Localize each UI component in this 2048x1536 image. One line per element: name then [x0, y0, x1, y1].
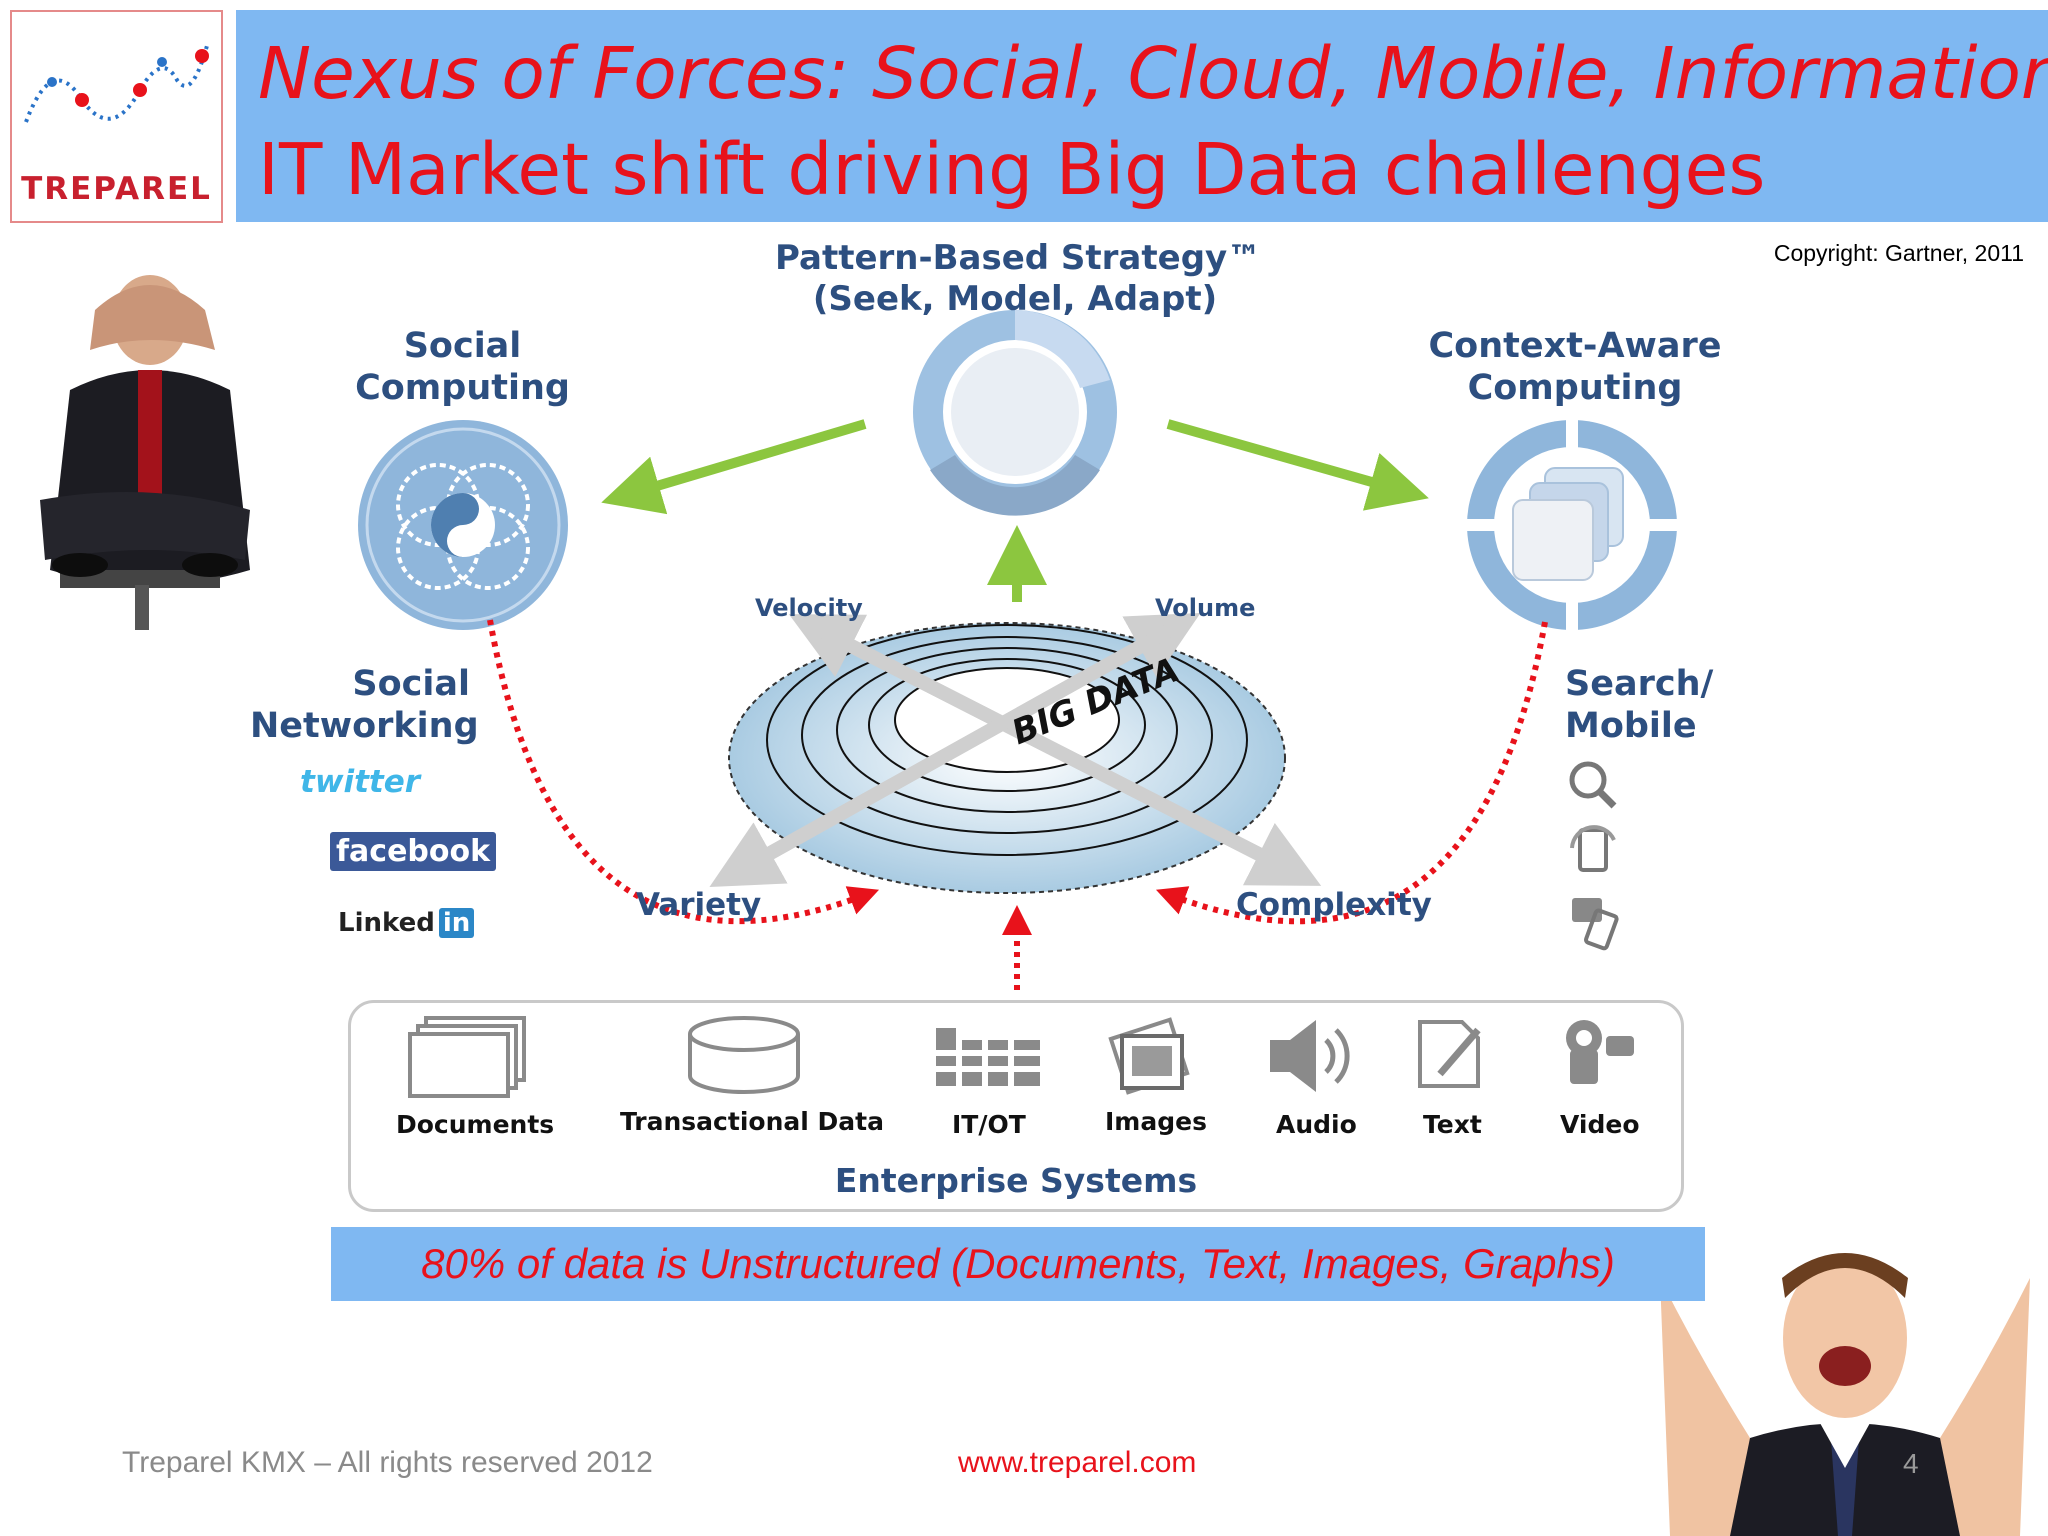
text-document-icon	[1418, 1020, 1481, 1088]
complexity-arrow	[816, 623, 1322, 886]
enterprise-systems-box: Enterprise Systems	[348, 1000, 1684, 1212]
type-it-ot: IT/OT	[952, 1110, 1026, 1139]
mobile-sync-icon	[1570, 825, 1616, 872]
velocity-label: Velocity	[755, 594, 863, 622]
green-arrow-left	[601, 419, 867, 515]
context-aware-line1: Context-Aware	[1428, 326, 1722, 366]
search-mobile-line1: Search/	[1565, 664, 1714, 704]
page-number: 4	[1903, 1448, 1919, 1479]
type-text: Text	[1423, 1110, 1482, 1139]
type-transactional-data: Transactional Data	[620, 1107, 884, 1136]
social-computing-label: Social Computing	[345, 325, 580, 409]
treparel-logo: TREPAREL	[10, 10, 223, 223]
audio-icon	[1270, 1020, 1350, 1092]
social-computing-line1: Social	[403, 326, 522, 366]
social-computing-line2: Computing	[355, 368, 570, 408]
documents-icon	[408, 1016, 526, 1098]
context-aware-line2: Computing	[1467, 368, 1683, 408]
volume-label: Volume	[1155, 594, 1256, 622]
linkedin-badge: in	[438, 908, 475, 938]
type-audio: Audio	[1276, 1110, 1357, 1139]
context-aware-icon	[1465, 418, 1679, 632]
search-mobile-line2: Mobile	[1565, 706, 1697, 746]
green-arrow-right	[1166, 419, 1429, 511]
type-images: Images	[1105, 1107, 1207, 1136]
footer-website-link[interactable]: www.treparel.com	[958, 1446, 1197, 1479]
stressed-businessman-image	[40, 275, 250, 630]
type-documents: Documents	[396, 1110, 555, 1139]
footer-rights: Treparel KMX – All rights reserved 2012	[122, 1446, 653, 1479]
social-networking-line2: Networking	[250, 706, 479, 746]
slide-header: TREPAREL Nexus of Forces: Social, Cloud,…	[0, 0, 2048, 232]
slide-title: Nexus of Forces: Social, Cloud, Mobile, …	[258, 32, 2048, 115]
happy-businessman-image	[1660, 1253, 2030, 1536]
social-networking-label: Social Networking	[250, 663, 479, 747]
database-icon	[688, 1016, 800, 1094]
social-networking-line1: Social	[352, 664, 470, 704]
logo-text: TREPAREL	[21, 171, 212, 207]
video-camera-icon	[1566, 1020, 1634, 1084]
type-video: Video	[1560, 1110, 1640, 1139]
big-data-disk	[728, 622, 1286, 894]
pattern-strategy-line1: Pattern-Based Strategy™	[775, 238, 1262, 278]
variety-label: Variety	[636, 887, 762, 923]
dotted-arc-right	[1155, 621, 1548, 925]
copyright-note: Copyright: Gartner, 2011	[1773, 240, 2024, 266]
factory-icon	[936, 1028, 1040, 1086]
facebook-logo: facebook	[330, 832, 497, 871]
social-computing-icon	[358, 420, 568, 630]
pattern-strategy-label: Pattern-Based Strategy™ (Seek, Model, Ad…	[775, 238, 1262, 320]
mobile-devices-icon	[1572, 898, 1619, 951]
cycle-icon	[913, 310, 1117, 516]
linkedin-text: Linked	[338, 908, 435, 938]
variety-arrow	[709, 623, 1174, 888]
images-icon	[1108, 1017, 1190, 1095]
twitter-logo: twitter	[300, 764, 421, 800]
search-mobile-label: Search/ Mobile	[1565, 663, 1725, 747]
title-bar: Nexus of Forces: Social, Cloud, Mobile, …	[236, 10, 2048, 222]
enterprise-systems-title: Enterprise Systems	[834, 1161, 1198, 1200]
context-aware-label: Context-Aware Computing	[1420, 325, 1730, 409]
complexity-label: Complexity	[1236, 887, 1432, 923]
search-icon	[1569, 761, 1617, 809]
slide-subtitle: IT Market shift driving Big Data challen…	[258, 128, 1766, 211]
dotted-arc-left	[487, 619, 880, 925]
pattern-strategy-line2: (Seek, Model, Adapt)	[812, 278, 1218, 319]
logo-wave-icon	[24, 41, 210, 123]
unstructured-data-callout: 80% of data is Unstructured (Documents, …	[331, 1227, 1705, 1301]
